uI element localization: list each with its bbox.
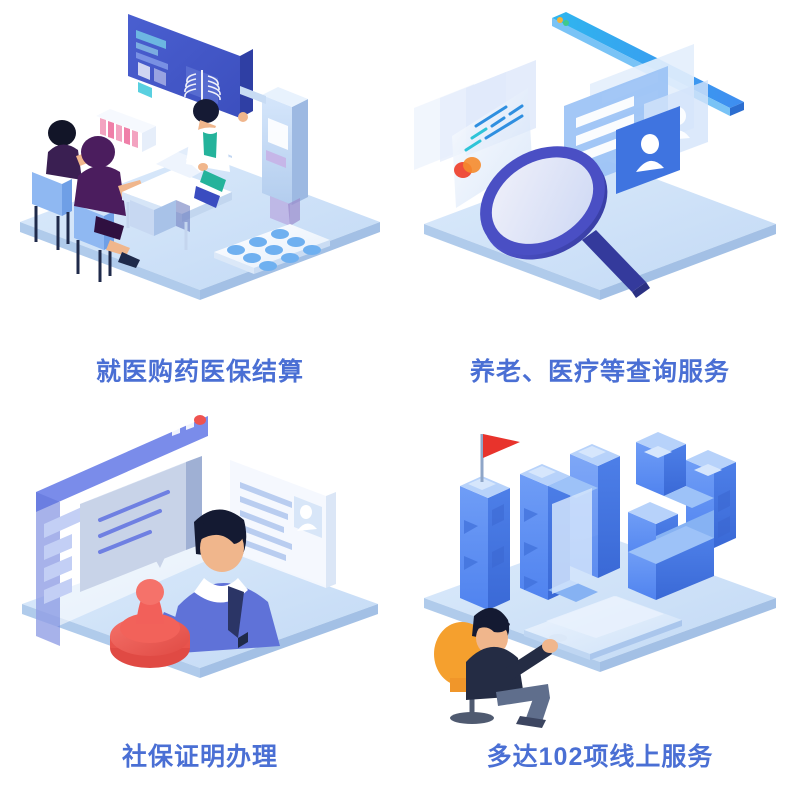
illustration-certificate-handling xyxy=(0,400,400,730)
red-flag xyxy=(480,434,520,482)
tile-medical-settlement: 就医购药医保结算 xyxy=(0,0,400,400)
tile-caption-online-services: 多达102项线上服务 xyxy=(486,743,714,771)
tile-online-services: 多达102项线上服务 xyxy=(400,400,800,800)
profile-document xyxy=(230,460,336,588)
tile-caption-certificate-handling: 社保证明办理 xyxy=(121,743,278,771)
seated-man-orange-chair xyxy=(434,607,558,728)
xray-machine xyxy=(262,87,308,226)
chairs xyxy=(32,172,114,282)
magnifying-glass xyxy=(480,146,650,298)
doctor-figure xyxy=(186,99,248,208)
red-stamp xyxy=(110,579,190,668)
pill-blister-pack xyxy=(214,224,330,274)
illustration-online-services xyxy=(400,400,800,730)
ribcage-image xyxy=(184,66,221,104)
number-2-tower xyxy=(628,432,736,600)
tile-query-service: 养老、医疗等查询服务 xyxy=(400,0,800,400)
bank-card xyxy=(452,88,532,208)
number-0-tower xyxy=(520,444,620,602)
illustration-medical-settlement xyxy=(0,0,400,330)
xray-screen xyxy=(128,14,266,118)
tile-caption-query-service: 养老、医疗等查询服务 xyxy=(469,358,730,386)
illustration-query-service xyxy=(400,0,800,330)
number-1-tower xyxy=(460,476,510,610)
desk xyxy=(122,170,232,250)
tile-certificate-handling: 社保证明办理 xyxy=(0,400,400,800)
medicine-box-shelf xyxy=(96,109,156,152)
tile-caption-medical-settlement: 就医购药医保结算 xyxy=(95,358,304,386)
